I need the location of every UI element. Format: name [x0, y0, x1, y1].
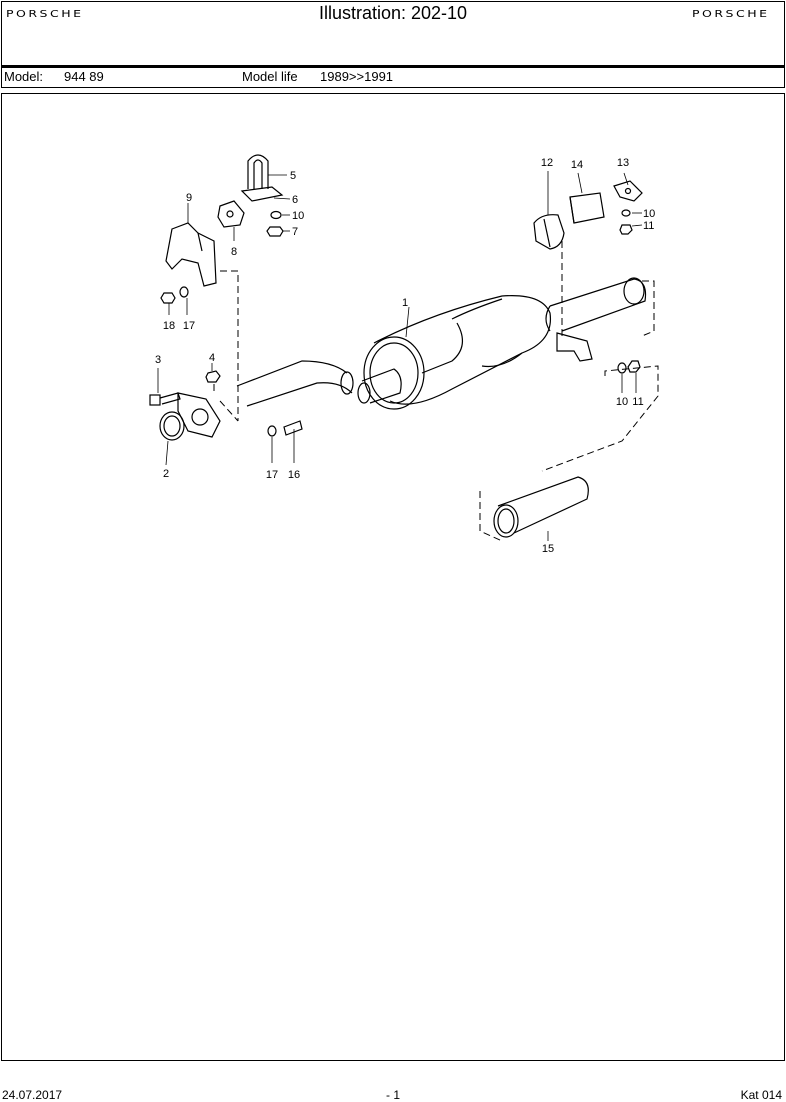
model-life-label: Model life	[242, 69, 298, 84]
footer-page-number: - 1	[386, 1088, 401, 1102]
callout-3: 3	[155, 354, 161, 366]
page-title: Illustration: 202-10	[318, 3, 468, 23]
callout-11a: 11	[643, 220, 654, 232]
callout-10b: 10	[643, 208, 655, 220]
callout-6: 6	[292, 194, 298, 206]
callout-labels: 1 2 3 4 5 6 7 8 9 10 11 12 13 14 15 16 1…	[155, 157, 655, 555]
callout-10a: 10	[292, 210, 304, 222]
clamp-right	[556, 332, 593, 362]
callout-15: 15	[542, 543, 554, 555]
parts-16-17-bolt	[267, 420, 303, 437]
part-15-tailpipe-tip	[493, 476, 589, 538]
callout-8: 8	[231, 246, 237, 258]
part-12-rubber	[533, 214, 565, 250]
parts-18-17-nuts	[160, 286, 189, 304]
right-fasteners	[617, 209, 641, 374]
part-6-plate	[240, 186, 284, 202]
model-label: Model:	[4, 69, 44, 84]
header: PORSCHE Illustration: 202-10 PORSCHE	[1, 1, 785, 66]
model-value: 944 89	[64, 69, 104, 84]
footer-catalog: Kat 014	[740, 1088, 782, 1102]
callout-7: 7	[292, 226, 298, 238]
callout-16: 16	[288, 469, 300, 481]
model-life-value: 1989>>1991	[320, 69, 394, 84]
rear-pipe	[545, 277, 647, 332]
flange	[177, 392, 221, 438]
dashed-guides	[213, 241, 659, 542]
callout-1: 1	[402, 297, 408, 309]
front-pipe	[236, 360, 354, 407]
porsche-logo-left: PORSCHE	[6, 9, 84, 20]
callout-2: 2	[163, 468, 169, 480]
callout-9: 9	[186, 192, 192, 204]
footer-date: 24.07.2017	[2, 1088, 63, 1102]
callout-4: 4	[209, 352, 215, 364]
callout-17b: 17	[266, 469, 278, 481]
exhaust-parts-diagram: 1 2 3 4 5 6 7 8 9 10 11 12 13 14 15 16 1…	[149, 154, 659, 555]
porsche-logo-right: PORSCHE	[691, 9, 770, 20]
callout-18: 18	[163, 320, 175, 332]
model-bar: Model: 944 89 Model life 1989>>1991	[1, 65, 785, 88]
callout-5: 5	[290, 170, 296, 182]
part-14-block	[569, 192, 605, 224]
muffler-inlet	[357, 368, 402, 404]
muffler	[363, 295, 552, 410]
callout-13: 13	[617, 157, 629, 169]
callout-10c: 10	[616, 396, 628, 408]
illustration-panel: 1 2 3 4 5 6 7 8 9 10 11 12 13 14 15 16 1…	[1, 93, 785, 1061]
callout-14: 14	[571, 159, 583, 171]
leader-lines	[157, 171, 643, 541]
callout-12: 12	[541, 157, 553, 169]
callout-17a: 17	[183, 320, 195, 332]
part-8-rubber	[217, 200, 245, 228]
part-3-bolt	[149, 392, 181, 406]
callout-11b: 11	[632, 396, 643, 408]
part-2-ring	[159, 411, 185, 441]
part-4-nut	[205, 370, 221, 383]
part-5-u-bolt	[247, 154, 269, 189]
part-9-bracket	[165, 222, 217, 287]
left-top-fasteners	[266, 210, 284, 237]
